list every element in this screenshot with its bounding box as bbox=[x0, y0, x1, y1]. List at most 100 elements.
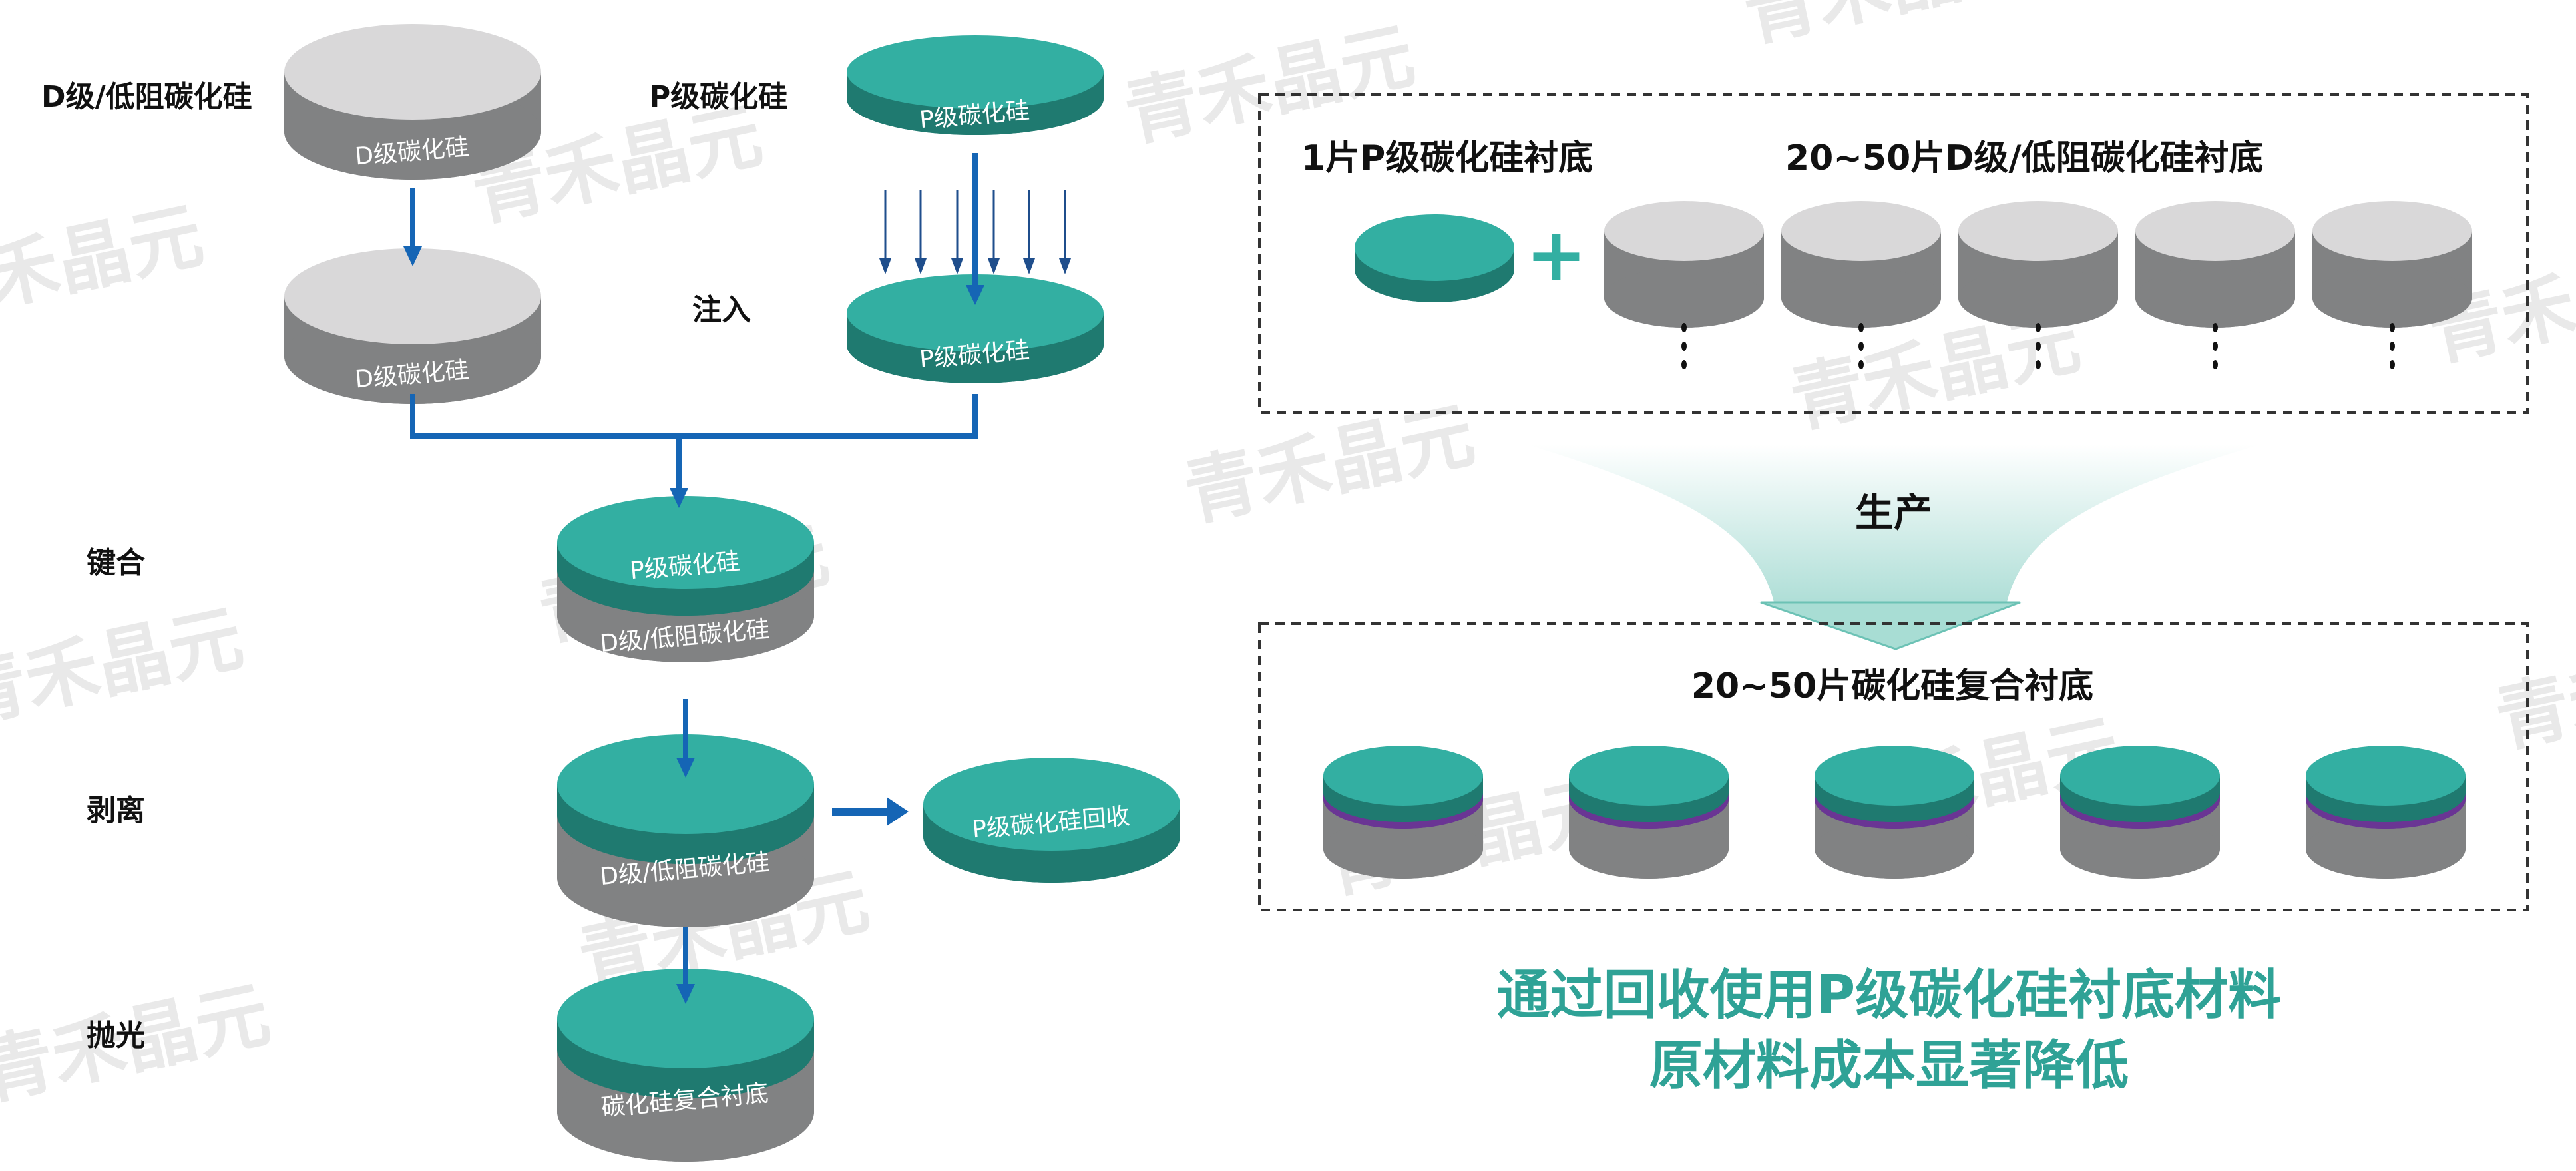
connectors bbox=[403, 153, 984, 1004]
wafer-final bbox=[557, 969, 814, 1162]
wafer-top bbox=[847, 35, 1104, 109]
label-implant: 注入 bbox=[692, 293, 751, 327]
merge-connector bbox=[410, 394, 978, 439]
implant-arrow-head bbox=[1059, 258, 1071, 274]
ellipsis-dot bbox=[1681, 360, 1687, 369]
wafer-recycled: P级碳化硅回收 bbox=[923, 758, 1180, 883]
ellipsis-dot bbox=[2036, 360, 2041, 369]
composite-wafer bbox=[1815, 746, 1974, 879]
composite-wafer bbox=[1323, 746, 1483, 879]
arrow-head bbox=[676, 758, 695, 778]
watermark-text: 青禾晶元 bbox=[2489, 618, 2576, 763]
production-arrow bbox=[1528, 445, 2260, 606]
label-d-grade: D级/低阻碳化硅 bbox=[41, 80, 252, 114]
wafer-side-base bbox=[2312, 268, 2472, 328]
ellipsis-dot bbox=[2213, 360, 2218, 369]
wafer-bonded bbox=[557, 496, 814, 662]
implant-arrow-head bbox=[988, 258, 1000, 274]
wafer-side-base bbox=[1815, 819, 1974, 879]
ellipsis-dot bbox=[2390, 360, 2395, 369]
watermark-text: 青禾晶元 bbox=[1737, 0, 2041, 57]
input-p-label: 1片P级碳化硅衬底 bbox=[1301, 138, 1593, 178]
input-d-wafer bbox=[2312, 201, 2472, 328]
wafer-side-base bbox=[2060, 819, 2220, 879]
ellipsis-dot bbox=[1858, 342, 1864, 351]
ellipsis-dot bbox=[1681, 342, 1687, 351]
label-peel: 剥离 bbox=[87, 794, 145, 827]
arrow-head bbox=[676, 984, 695, 1004]
ellipsis-dot bbox=[2036, 342, 2041, 351]
ellipsis-dot bbox=[1681, 323, 1687, 332]
label-p-grade: P级碳化硅 bbox=[649, 80, 787, 114]
ellipsis-dot bbox=[2390, 342, 2395, 351]
wafer-top bbox=[1815, 746, 1974, 806]
label-polish: 抛光 bbox=[87, 1019, 145, 1053]
arrow-head bbox=[887, 797, 909, 826]
composite-wafer bbox=[2060, 746, 2220, 879]
wafer-side-base bbox=[1569, 819, 1729, 879]
implant-arrow-head bbox=[915, 258, 927, 274]
ellipsis-dot bbox=[1858, 323, 1864, 332]
ellipsis-dot bbox=[1858, 360, 1864, 369]
input-d-wafer bbox=[1604, 201, 1764, 328]
label-bond: 键合 bbox=[87, 546, 145, 580]
input-d-wafer bbox=[2135, 201, 2295, 328]
wafer-top bbox=[557, 969, 814, 1068]
wafer-top bbox=[2135, 201, 2295, 261]
production-arrow-tip bbox=[1760, 601, 2021, 650]
output-box bbox=[1258, 622, 2529, 911]
wafer-top bbox=[557, 734, 814, 834]
wafer-p-implanted: P级碳化硅 bbox=[847, 274, 1104, 383]
arrow-head bbox=[966, 285, 984, 305]
wafer-side-base bbox=[1604, 268, 1764, 328]
wafer-layer: D级碳化硅D级碳化硅P级碳化硅P级碳化硅P级碳化硅D级/低阻碳化硅D级/低阻碳化… bbox=[284, 24, 2472, 1162]
ellipsis-dot bbox=[2390, 323, 2395, 332]
wafer-top bbox=[1958, 201, 2118, 261]
wafer-top bbox=[1569, 746, 1729, 806]
wafer-top bbox=[2306, 746, 2466, 806]
ellipsis-dot bbox=[2213, 342, 2218, 351]
watermark-text: 青禾晶元 bbox=[0, 192, 210, 337]
conclusion-line-1: 通过回收使用P级碳化硅衬底材料 bbox=[1497, 964, 2282, 1026]
wafer-side-base bbox=[1781, 268, 1941, 328]
wafer-d-top: D级碳化硅 bbox=[284, 24, 541, 180]
composite-wafer bbox=[1569, 746, 1729, 879]
input-box bbox=[1258, 93, 2529, 414]
wafer-side-base bbox=[2306, 819, 2466, 879]
input-d-wafer bbox=[1781, 201, 1941, 328]
watermark-text: 青禾晶元 bbox=[0, 595, 250, 740]
wafer-top bbox=[1604, 201, 1764, 261]
production-label: 生产 bbox=[1855, 490, 1932, 535]
output-label: 20~50片碳化硅复合衬底 bbox=[1691, 666, 2093, 706]
arrow-head bbox=[403, 246, 422, 266]
wafer-top bbox=[1781, 201, 1941, 261]
ellipsis-dot bbox=[2036, 323, 2041, 332]
wafer-top bbox=[1323, 746, 1483, 806]
composite-wafer bbox=[2306, 746, 2466, 879]
wafer-top bbox=[284, 24, 541, 120]
ellipsis-dot bbox=[2213, 323, 2218, 332]
implant-arrow-head bbox=[951, 258, 963, 274]
arrow-head bbox=[670, 488, 688, 508]
implant-arrows bbox=[879, 190, 1071, 274]
left-row-labels: D级/低阻碳化硅 P级碳化硅 注入 键合 剥离 抛光 bbox=[41, 80, 787, 1053]
input-p-wafer bbox=[1355, 214, 1514, 302]
wafer-top bbox=[284, 248, 541, 344]
plus-sign: + bbox=[1526, 212, 1587, 297]
wafer-top bbox=[1355, 214, 1514, 281]
wafer-p-top: P级碳化硅 bbox=[847, 35, 1104, 135]
wafer-side-base bbox=[2135, 268, 2295, 328]
implant-arrow-head bbox=[879, 258, 891, 274]
wafer-top bbox=[2060, 746, 2220, 806]
conclusion-line-2: 原材料成本显著降低 bbox=[1649, 1035, 2129, 1096]
input-d-wafer bbox=[1958, 201, 2118, 328]
wafer-top bbox=[923, 758, 1180, 851]
wafer-d-second: D级碳化硅 bbox=[284, 248, 541, 404]
wafer-top bbox=[2312, 201, 2472, 261]
watermark-text: 青禾晶元 bbox=[1118, 13, 1422, 157]
input-d-label: 20~50片D级/低阻碳化硅衬底 bbox=[1785, 138, 2263, 178]
wafer-peeled bbox=[557, 734, 814, 927]
wafer-top bbox=[557, 496, 814, 589]
wafer-side-base bbox=[1323, 819, 1483, 879]
